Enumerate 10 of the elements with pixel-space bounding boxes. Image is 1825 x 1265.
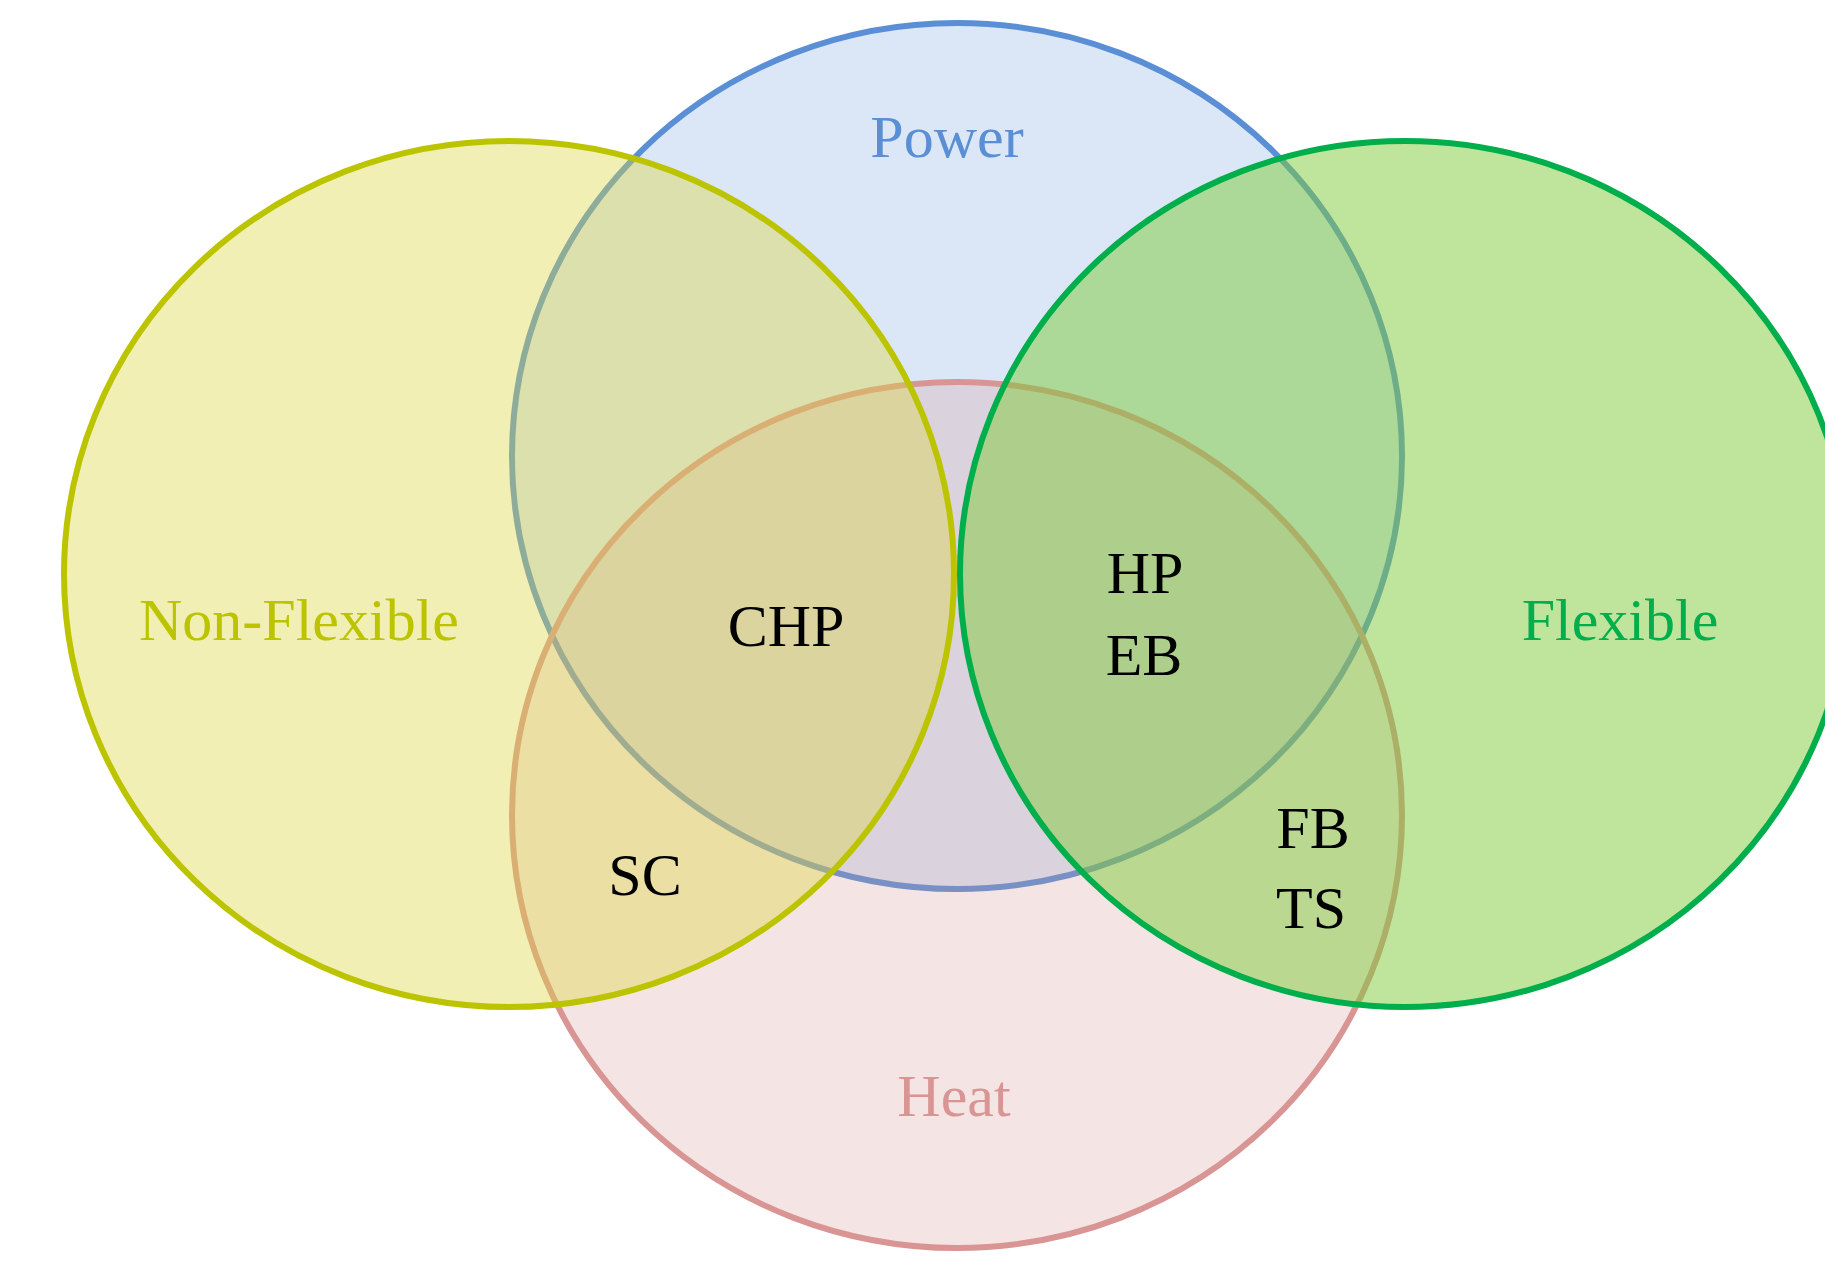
technology-label: TS: [1276, 878, 1346, 938]
technology-label: CHP: [727, 596, 845, 656]
set-label: Non-Flexible: [139, 590, 459, 650]
technology-label: SC: [608, 845, 682, 905]
set-label: Flexible: [1521, 590, 1719, 650]
technology-label: FB: [1276, 798, 1350, 858]
technology-label: HP: [1106, 543, 1184, 603]
set-label: Heat: [897, 1066, 1011, 1126]
set-label: Power: [870, 107, 1024, 167]
technology-label: EB: [1105, 625, 1183, 685]
